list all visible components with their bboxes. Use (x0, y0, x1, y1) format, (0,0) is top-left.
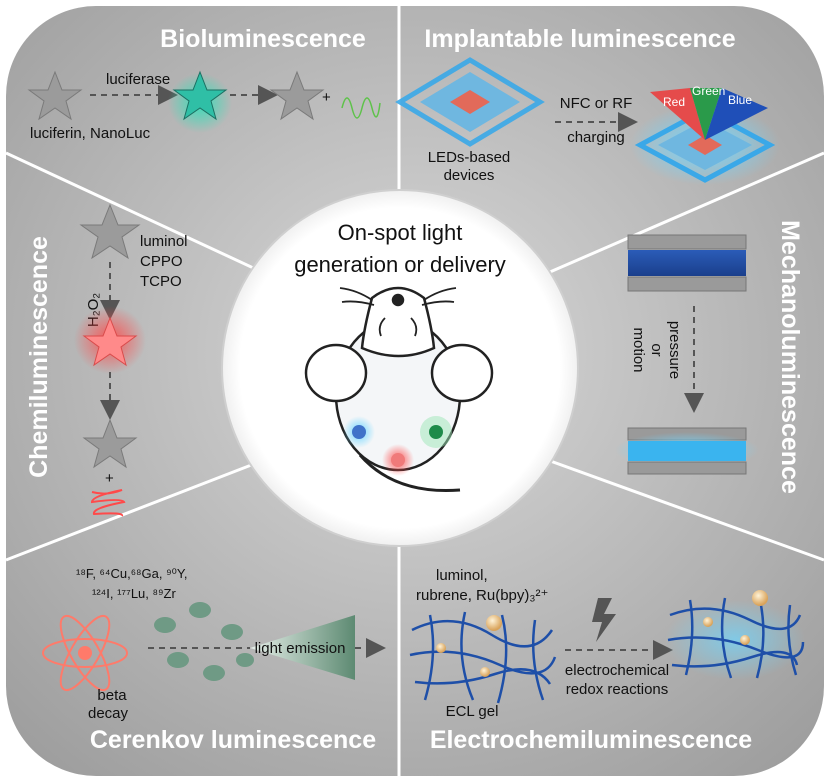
ml-material (628, 250, 746, 276)
ecl-panel: luminol, rubrene, Ru(bpy)₃²⁺ ECL gel ele… (409, 567, 805, 720)
ml-material-emitting (628, 441, 746, 461)
red-beam (650, 88, 705, 140)
particle-cluster (154, 602, 254, 681)
cerenkov-emission-label: light emission (255, 640, 346, 657)
atom-icon (42, 614, 128, 692)
title-mechanoluminescence: Mechanoluminescence (776, 220, 804, 494)
cerenkov-isotopes-1: ¹⁸F, ⁶⁴Cu,⁶⁸Ga, ⁹⁰Y, (76, 566, 188, 581)
bead (486, 615, 502, 631)
green-beam (690, 88, 722, 140)
cerenkov-decay-2: decay (88, 705, 129, 722)
chemi-plus: + (105, 470, 114, 487)
star-icon (79, 203, 141, 260)
mechano-stimulus-1: pressure (666, 321, 683, 379)
red-light-spot (391, 453, 405, 467)
implant-method-label-1: NFC or RF (560, 95, 633, 112)
star-icon (172, 70, 228, 121)
bio-enzyme-label: luciferase (106, 71, 170, 88)
cerenkov-isotopes-2: ¹²⁴I, ¹⁷⁷Lu, ⁸⁹Zr (92, 586, 176, 601)
bioluminescence-panel: luciferase + luciferin, NanoLuc (27, 70, 381, 142)
led-device-frame (395, 57, 545, 147)
label-green: Green (692, 84, 725, 98)
star-icon (269, 70, 325, 121)
ecl-gel-network-on (667, 597, 805, 679)
title-chemiluminescence: Chemiluminescence (25, 236, 53, 478)
title-implantable: Implantable luminescence (424, 25, 735, 53)
bio-substrates-label: luciferin, NanoLuc (30, 125, 151, 142)
squiggle-icon (341, 97, 381, 119)
ecl-reaction-1: electrochemical (565, 662, 669, 679)
green-light-spot (429, 425, 443, 439)
ecl-reaction-2: redox reactions (566, 681, 669, 698)
center-title-1: On-spot light (338, 220, 463, 245)
implant-method-label-2: charging (567, 129, 625, 146)
implant-device-label-1: LEDs-based (428, 149, 511, 166)
center-hub: On-spot light generation or delivery (221, 189, 579, 547)
mechanoluminescence-panel: pressure or motion (615, 234, 759, 475)
cerenkov-panel: ¹⁸F, ⁶⁴Cu,⁶⁸Ga, ⁹⁰Y, ¹²⁴I, ¹⁷⁷Lu, ⁸⁹Zr b… (42, 566, 386, 722)
star-icon (82, 316, 138, 367)
chemiluminescence-panel: luminol CPPO TCPO H₂O₂ + (74, 203, 188, 517)
ecl-reagent-2: rubrene, Ru(bpy)₃²⁺ (416, 587, 548, 604)
chemi-reagent-1: luminol (140, 233, 188, 250)
chemi-reagent-3: TCPO (140, 273, 182, 290)
bio-plus: + (322, 89, 331, 106)
ecl-gel-network (409, 611, 557, 704)
chemi-reagent-2: CPPO (140, 253, 183, 270)
mechano-stimulus-2: or (648, 343, 665, 356)
title-electrochemiluminescence: Electrochemiluminescence (430, 726, 752, 754)
star-icon (82, 418, 138, 469)
squiggle-icon (90, 489, 126, 517)
label-blue: Blue (728, 93, 752, 107)
ecl-reagent-1: luminol, (436, 567, 488, 584)
star-icon (27, 70, 83, 121)
center-title-2: generation or delivery (294, 252, 506, 277)
title-cerenkov: Cerenkov luminescence (90, 726, 376, 754)
implantable-panel: LEDs-based devices NFC or RF charging Re… (395, 57, 780, 185)
ecl-gel-label: ECL gel (446, 703, 499, 720)
implant-device-label-2: devices (444, 167, 495, 184)
ecl-glow (665, 600, 805, 680)
title-bioluminescence: Bioluminescence (160, 25, 366, 53)
led-device-frame-on (634, 107, 776, 183)
led-chip (450, 90, 490, 114)
label-red: Red (663, 95, 685, 109)
emission-cone (250, 615, 355, 680)
blue-light-spot (352, 425, 366, 439)
cerenkov-decay-1: beta (97, 687, 127, 704)
blue-beam (705, 88, 768, 140)
mechano-stimulus-3: motion (630, 327, 647, 372)
lightning-icon (592, 598, 616, 642)
